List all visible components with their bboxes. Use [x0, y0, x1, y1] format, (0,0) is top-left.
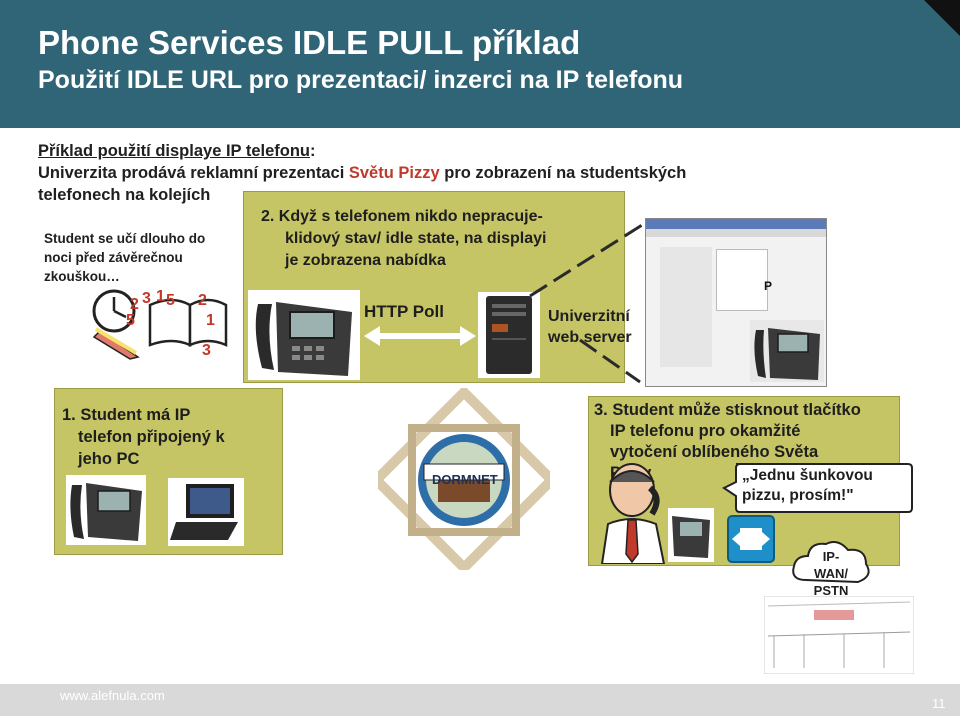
browser-sidebar: [660, 247, 712, 367]
svg-text:5: 5: [126, 312, 135, 329]
svg-text:3: 3: [142, 290, 151, 307]
corner-triangle: [924, 0, 960, 36]
step1-line: 1. Student má IP: [62, 404, 225, 426]
ip-phone-icon: [248, 290, 360, 380]
browser-content: [716, 249, 768, 311]
zoom-dashed-lines: [520, 210, 660, 390]
pizza-logo-small: P: [764, 279, 772, 293]
student-note: Student se učí dlouho do noci před závěr…: [44, 229, 205, 286]
svg-text:5: 5: [166, 292, 175, 309]
intro-line-2: Univerzita prodává reklamní prezentaci S…: [38, 164, 686, 183]
dormnet-label: DORMNET: [432, 472, 498, 487]
intro-line-3: telefonech na kolejích: [38, 186, 210, 205]
student-note-line: Student se učí dlouho do: [44, 229, 205, 248]
intro-suffix: pro zobrazení na studentských: [440, 164, 687, 182]
caller-person-icon: [592, 458, 672, 564]
step1-text: 1. Student má IP telefon připojený k jeh…: [62, 404, 225, 470]
callout-line: pizzu, prosím!": [742, 486, 873, 506]
restaurant-sketch-icon: [764, 596, 914, 674]
step1-line: jeho PC: [62, 448, 225, 470]
intro-colon: :: [310, 142, 316, 160]
svg-text:1: 1: [156, 288, 165, 305]
callout-text: „Jednu šunkovou pizzu, prosím!": [742, 466, 873, 506]
svg-text:2: 2: [198, 292, 207, 309]
wan-cloud-line: IP-WAN/: [806, 548, 856, 582]
http-poll-label: HTTP Poll: [364, 302, 444, 322]
page-number: 11: [932, 696, 946, 711]
caller-phone-icon: [668, 508, 714, 562]
slide-subtitle: Použití IDLE URL pro prezentaci/ inzerci…: [38, 66, 683, 95]
study-clock-book-icon: 2 3 1 5 2 1 3 5: [90, 285, 230, 360]
phone-in-screenshot-icon: [750, 320, 824, 382]
step3-line: IP telefonu pro okamžité: [594, 421, 861, 442]
footer-url[interactable]: www.alefnula.com: [60, 688, 165, 703]
step1-line: telefon připojený k: [62, 426, 225, 448]
intro-label: Příklad použití displaye IP telefonu: [38, 142, 310, 160]
browser-toolbar: [646, 229, 826, 237]
step2-text: 2. Když s telefonem nikdo nepracuje- kli…: [261, 206, 546, 272]
step2-line: klidový stav/ idle state, na displayi: [261, 228, 546, 250]
wan-cloud-label: IP-WAN/ PSTN: [806, 548, 856, 599]
step3-line: 3. Student může stisknout tlačítko: [594, 400, 861, 421]
svg-text:2: 2: [130, 296, 139, 313]
browser-titlebar: [646, 219, 826, 229]
intro-prefix: Univerzita prodává reklamní prezentaci: [38, 164, 349, 182]
student-note-line: noci před závěrečnou: [44, 248, 205, 267]
router-icon: [726, 514, 776, 564]
student-note-line: zkouškou…: [44, 267, 205, 286]
step2-line: 2. Když s telefonem nikdo nepracuje-: [261, 206, 546, 228]
intro-line-1: Příklad použití displaye IP telefonu:: [38, 142, 316, 161]
callout-line: „Jednu šunkovou: [742, 466, 873, 486]
svg-text:1: 1: [206, 312, 215, 329]
slide-title: Phone Services IDLE PULL příklad: [38, 24, 580, 62]
laptop-icon: [168, 478, 244, 546]
slide-header: [0, 0, 960, 128]
svg-text:3: 3: [202, 342, 211, 359]
step2-line: je zobrazena nabídka: [261, 250, 546, 272]
intro-highlight: Světu Pizzy: [349, 164, 440, 182]
http-poll-arrow-icon: [362, 322, 478, 350]
student-phone-icon: [66, 475, 146, 545]
